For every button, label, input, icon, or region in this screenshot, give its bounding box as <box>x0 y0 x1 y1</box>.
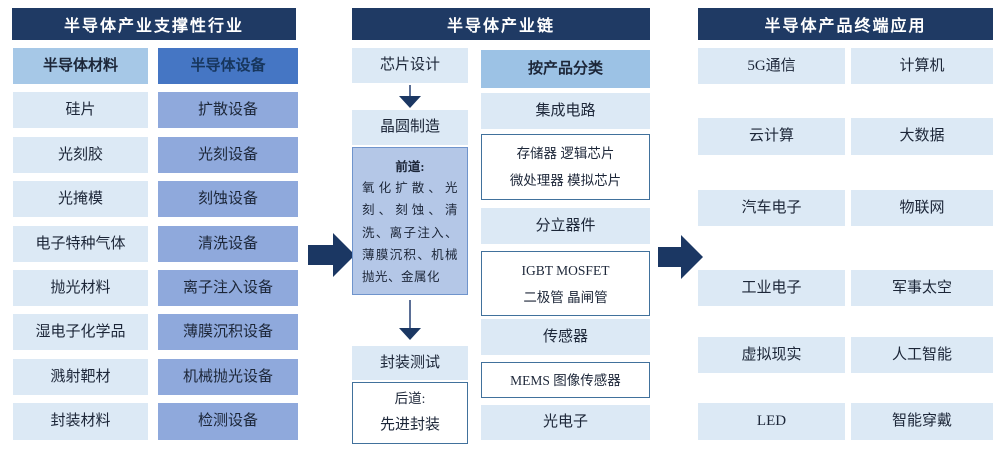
arrow-body <box>308 245 333 265</box>
product-detail-sensor-box: MEMS 图像传感器 <box>481 362 650 398</box>
back-end-detail: 先进封装 <box>379 416 440 433</box>
flow-chip-design: 芯片设计 <box>352 48 468 83</box>
front-end-label: 前道: <box>395 160 425 174</box>
application-item: 大数据 <box>851 118 993 155</box>
application-item: 物联网 <box>851 190 993 226</box>
materials-header: 半导体材料 <box>13 48 148 84</box>
product-detail-line: IGBT MOSFET <box>521 262 610 278</box>
application-item: 工业电子 <box>698 270 845 306</box>
equipment-item: 机械抛光设备 <box>158 359 298 395</box>
application-item: 虚拟现实 <box>698 337 845 373</box>
arrow-right-icon <box>308 233 355 277</box>
equipment-item: 刻蚀设备 <box>158 181 298 217</box>
arrow-head <box>399 96 421 108</box>
application-item: 计算机 <box>851 48 993 84</box>
arrow-down-icon <box>399 85 421 108</box>
back-end-process-box: 后道: 先进封装 <box>352 382 468 444</box>
product-category-optoelectronics: 光电子 <box>481 405 650 440</box>
product-category-discrete: 分立器件 <box>481 208 650 244</box>
arrow-down-icon <box>399 300 421 340</box>
material-item: 电子特种气体 <box>13 226 148 262</box>
product-detail-line: MEMS 图像传感器 <box>510 372 621 388</box>
product-detail-line: 二极管 晶闸管 <box>523 289 608 305</box>
material-item: 光掩模 <box>13 181 148 217</box>
arrow-stem <box>409 300 411 328</box>
equipment-item: 薄膜沉积设备 <box>158 314 298 350</box>
equipment-item: 扩散设备 <box>158 92 298 128</box>
right-panel-title: 半导体产品终端应用 <box>698 8 993 40</box>
application-item: 5G通信 <box>698 48 845 84</box>
equipment-item: 光刻设备 <box>158 137 298 173</box>
material-item: 溅射靶材 <box>13 359 148 395</box>
material-item: 抛光材料 <box>13 270 148 306</box>
application-item: 人工智能 <box>851 337 993 373</box>
product-category-ic: 集成电路 <box>481 93 650 129</box>
arrow-head <box>681 235 703 279</box>
application-item: 军事太空 <box>851 270 993 306</box>
arrow-stem <box>409 85 411 96</box>
products-header: 按产品分类 <box>481 50 650 88</box>
equipment-header: 半导体设备 <box>158 48 298 84</box>
material-item: 光刻胶 <box>13 137 148 173</box>
material-item: 封装材料 <box>13 403 148 440</box>
product-category-sensor: 传感器 <box>481 319 650 355</box>
product-detail-ic-box: 存储器 逻辑芯片 微处理器 模拟芯片 <box>481 134 650 200</box>
product-detail-line: 存储器 逻辑芯片 <box>516 146 615 161</box>
application-item: 汽车电子 <box>698 190 845 226</box>
arrow-head <box>333 233 355 277</box>
arrow-head <box>399 328 421 340</box>
material-item: 湿电子化学品 <box>13 314 148 350</box>
left-panel-title: 半导体产业支撑性行业 <box>12 8 296 40</box>
material-item: 硅片 <box>13 92 148 128</box>
product-detail-discrete-box: IGBT MOSFET 二极管 晶闸管 <box>481 251 650 316</box>
equipment-item: 离子注入设备 <box>158 270 298 306</box>
equipment-item: 检测设备 <box>158 403 298 440</box>
application-item: LED <box>698 403 845 440</box>
equipment-item: 清洗设备 <box>158 226 298 262</box>
front-end-detail: 氧化扩散、光刻、刻蚀、清洗、离子注入、薄膜沉积、机械抛光、金属化 <box>362 181 458 284</box>
flow-packaging-testing: 封装测试 <box>352 346 468 380</box>
front-end-process-box: 前道: 氧化扩散、光刻、刻蚀、清洗、离子注入、薄膜沉积、机械抛光、金属化 <box>352 147 468 295</box>
arrow-body <box>658 247 681 267</box>
back-end-label: 后道: <box>394 391 426 407</box>
application-item: 智能穿戴 <box>851 403 993 440</box>
middle-panel-title: 半导体产业链 <box>352 8 650 40</box>
application-item: 云计算 <box>698 118 845 155</box>
product-detail-line: 微处理器 模拟芯片 <box>509 173 622 188</box>
flow-wafer-fab: 晶圆制造 <box>352 110 468 145</box>
arrow-right-icon <box>658 235 703 279</box>
